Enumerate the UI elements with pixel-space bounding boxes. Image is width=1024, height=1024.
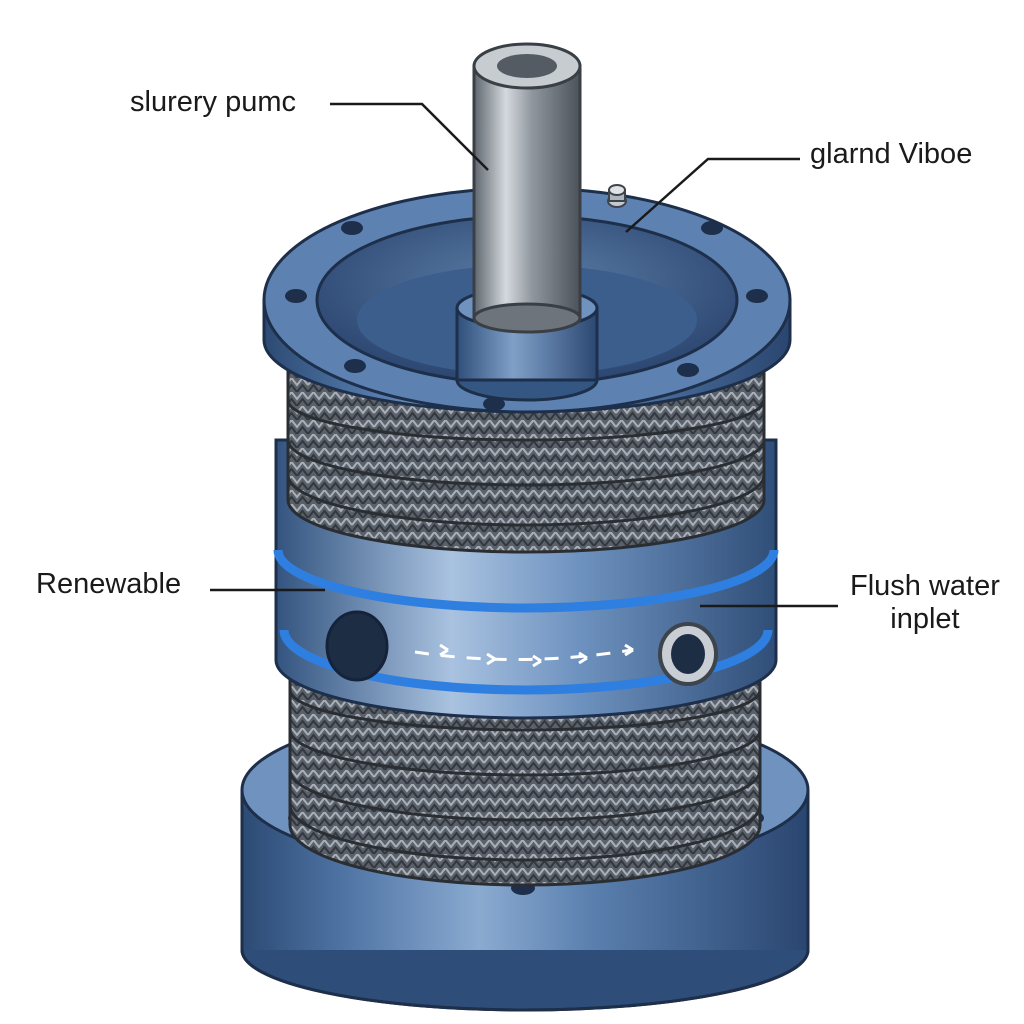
- bolt-hole-icon: [344, 359, 366, 373]
- label-shaft-text: slurery pumc: [130, 86, 296, 118]
- label-flush-line-2: inplet: [890, 603, 960, 636]
- bolt-hole-icon: [746, 289, 768, 303]
- label-flush-water: Flush water inplet: [850, 570, 1000, 637]
- upper-packing: [286, 358, 766, 554]
- bolt-hole-icon: [285, 289, 307, 303]
- bolt-hole-icon: [341, 221, 363, 235]
- label-shaft: slurery pumc: [130, 86, 296, 119]
- outlet-port-icon: [325, 610, 389, 682]
- inlet-port-icon: [658, 622, 718, 686]
- label-renewable-text: Renewable: [36, 568, 182, 600]
- label-flush-line-1: Flush water: [850, 570, 1000, 602]
- leader-shaft: [330, 102, 489, 171]
- bolt-hole-icon: [701, 221, 723, 235]
- leader-lines: [210, 102, 838, 608]
- label-gland-text: glarnd Viboe: [810, 138, 973, 170]
- flow-arrow-icon: [414, 643, 634, 668]
- bolt-head-icon: [607, 184, 627, 208]
- leader-gland: [625, 157, 800, 233]
- label-renewable: Renewable: [36, 568, 181, 601]
- shaft-icon: [472, 42, 582, 334]
- bolt-hole-icon: [677, 363, 699, 377]
- label-gland: glarnd Viboe: [810, 138, 972, 171]
- bolt-hole-icon: [483, 397, 505, 411]
